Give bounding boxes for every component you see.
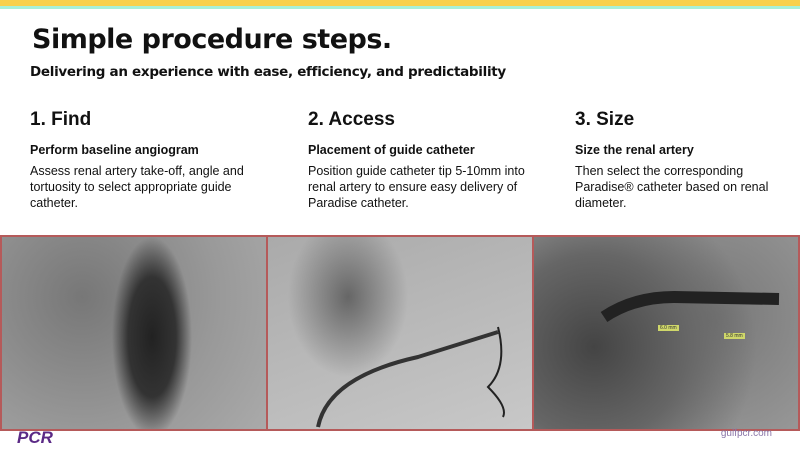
measurement-label: 5.8 mm <box>724 333 745 339</box>
top-stripe-yellow <box>0 0 800 6</box>
guide-catheter-drawing <box>316 326 505 428</box>
step-title: 3. Size <box>575 109 635 130</box>
measurement-label: 6.0 mm <box>658 325 679 331</box>
step-heading: Perform baseline angiogram <box>30 143 199 157</box>
footer-url[interactable]: gulfpcr.com <box>720 428 772 439</box>
angiogram-images: 6.0 mm 5.8 mm <box>0 235 800 431</box>
page-title: Simple procedure steps. <box>32 24 392 55</box>
step-title: 1. Find <box>30 109 92 130</box>
step-description: Position guide catheter tip 5-10mm into … <box>308 164 525 210</box>
step-heading: Placement of guide catheter <box>308 143 475 157</box>
step-description: Assess renal artery take-off, angle and … <box>30 164 244 210</box>
step-title: 2. Access <box>308 109 395 130</box>
step-find: 1. Find Perform baseline angiogram Asses… <box>30 109 260 211</box>
top-stripe-green <box>0 6 800 9</box>
step-description: Then select the corresponding Paradise® … <box>575 164 769 210</box>
angiogram-image-find <box>2 237 268 429</box>
step-heading: Size the renal artery <box>575 143 694 157</box>
page-subtitle: Delivering an experience with ease, effi… <box>30 64 506 80</box>
step-size: 3. Size Size the renal artery Then selec… <box>575 109 800 211</box>
renal-artery-drawing <box>600 290 780 323</box>
angiogram-image-access <box>268 237 534 429</box>
pcr-logo: PCR <box>17 428 53 447</box>
angiogram-image-size: 6.0 mm 5.8 mm <box>534 237 798 429</box>
step-access: 2. Access Placement of guide catheter Po… <box>308 109 538 211</box>
